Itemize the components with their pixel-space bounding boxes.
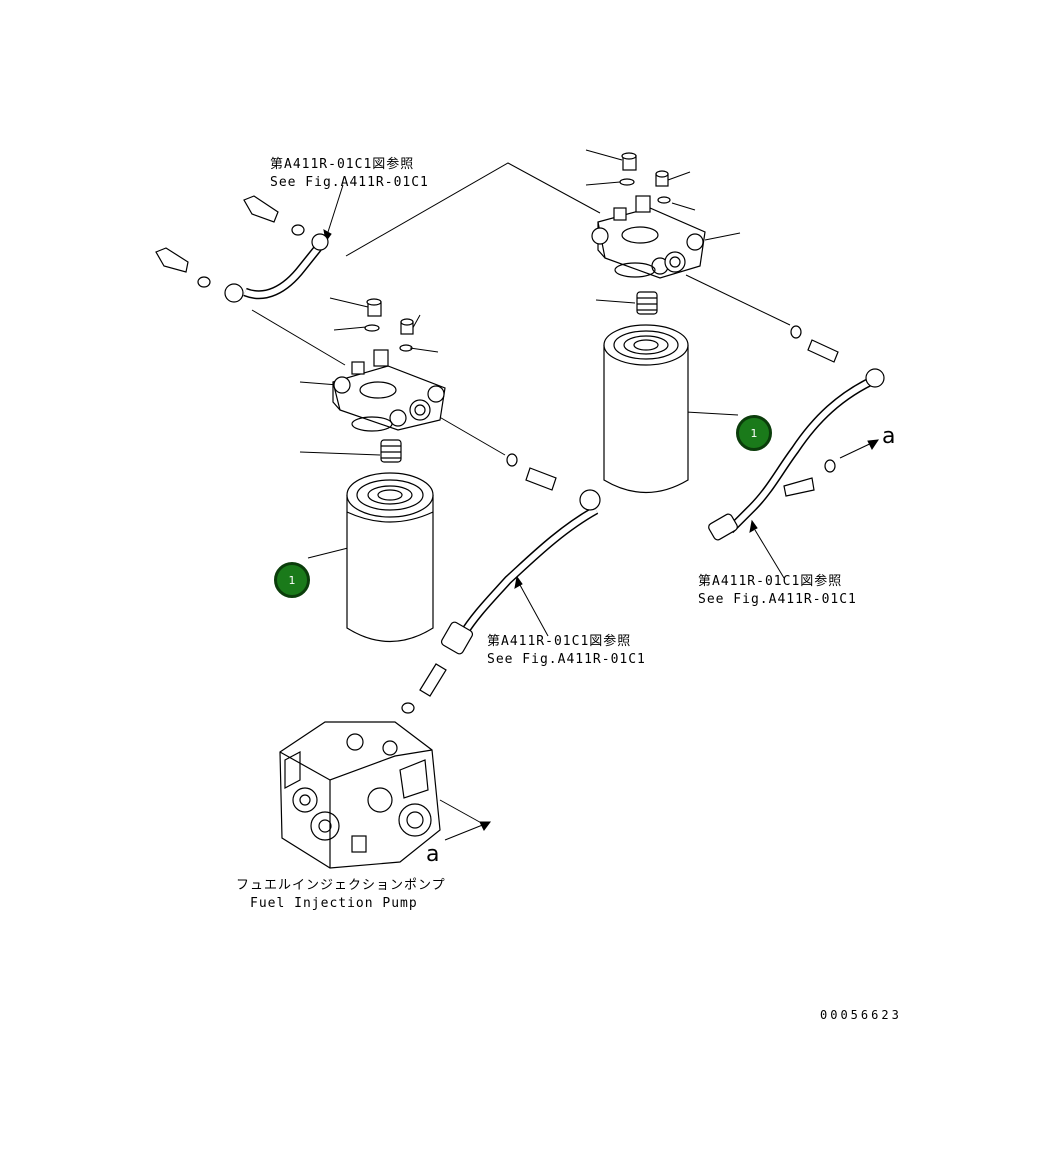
drawing-number: 00056623 bbox=[820, 1008, 902, 1022]
fuel-injection-pump bbox=[279, 721, 441, 869]
left-filter bbox=[346, 472, 434, 643]
arrow-letter-bottom: a bbox=[426, 842, 440, 867]
ref-label-mid-jp: 第A411R-01C1図参照 bbox=[487, 634, 632, 649]
ref-label-mid-en: See Fig.A411R-01C1 bbox=[487, 652, 646, 667]
top-hose-assembly bbox=[155, 195, 329, 303]
callout-filter-right: 1 bbox=[736, 415, 772, 451]
ref-label-right-en: See Fig.A411R-01C1 bbox=[698, 592, 857, 607]
middle-hose-assembly bbox=[401, 453, 601, 714]
right-filter-head bbox=[591, 152, 706, 315]
right-filter bbox=[603, 324, 689, 494]
leader-lines bbox=[251, 149, 880, 841]
ref-label-top-en: See Fig.A411R-01C1 bbox=[270, 175, 429, 190]
pump-label-jp: フュエルインジェクションポンプ bbox=[236, 878, 446, 893]
ref-label-right-jp: 第A411R-01C1図参照 bbox=[698, 574, 843, 589]
callout-filter-left: 1 bbox=[274, 562, 310, 598]
right-hose-assembly bbox=[708, 325, 885, 541]
pump-label-en: Fuel Injection Pump bbox=[250, 896, 418, 911]
left-filter-head bbox=[332, 298, 446, 463]
arrow-letter-right: a bbox=[882, 424, 896, 449]
ref-label-top-jp: 第A411R-01C1図参照 bbox=[270, 157, 415, 172]
